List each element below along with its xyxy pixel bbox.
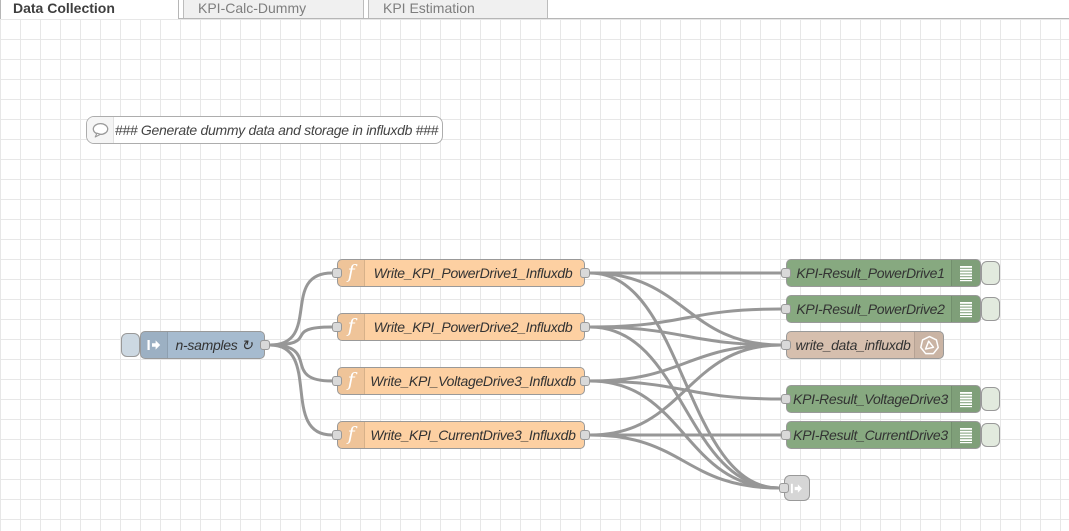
node-influx1[interactable]: write_data_influxdb: [781, 331, 944, 359]
debug-node-button[interactable]: [981, 423, 1000, 447]
port-out[interactable]: [580, 430, 590, 440]
port-out[interactable]: [580, 268, 590, 278]
port-out[interactable]: [580, 376, 590, 386]
port-in[interactable]: [781, 304, 791, 314]
wire-fn2-to-link1[interactable]: [588, 325, 781, 490]
port-in[interactable]: [781, 340, 791, 350]
wire-inject1-to-fn3[interactable]: [268, 343, 334, 383]
node-label: KPI-Result_PowerDrive1: [796, 265, 945, 281]
node-dbg3[interactable]: KPI-Result_VoltageDrive3: [781, 385, 1000, 413]
port-in[interactable]: [781, 430, 791, 440]
port-in[interactable]: [332, 268, 342, 278]
wire-inject1-to-fn2[interactable]: [268, 325, 334, 347]
node-comment1[interactable]: ### Generate dummy data and storage in i…: [86, 116, 443, 144]
port-out[interactable]: [260, 340, 270, 350]
influxdb-logo-icon: [914, 332, 943, 358]
port-out[interactable]: [580, 322, 590, 332]
wire-fn3-to-influx1[interactable]: [588, 343, 783, 383]
wire-inject1-to-fn4[interactable]: [268, 343, 334, 437]
node-label: KPI-Result_VoltageDrive3: [793, 391, 948, 407]
node-label: Write_KPI_PowerDrive2_Influxdb: [373, 319, 573, 335]
node-label: write_data_influxdb: [795, 337, 911, 353]
wire-fn1-to-influx1[interactable]: [588, 271, 783, 347]
inject-arrow-icon: [141, 332, 168, 358]
debug-node-button[interactable]: [981, 297, 1000, 321]
node-fn1[interactable]: f Write_KPI_PowerDrive1_Influxdb: [332, 259, 590, 287]
port-in[interactable]: [781, 394, 791, 404]
debug-node-button[interactable]: [981, 261, 1000, 285]
debug-list-icon: [951, 422, 980, 448]
link-in-arrow-icon: [785, 476, 809, 500]
wire-fn1-to-link1[interactable]: [588, 271, 781, 490]
node-dbg4[interactable]: KPI-Result_CurrentDrive3: [781, 421, 1000, 449]
tab-data-collection[interactable]: Data Collection: [0, 0, 179, 19]
port-in[interactable]: [781, 268, 791, 278]
node-label: Write_KPI_CurrentDrive3_Influxdb: [370, 427, 576, 443]
node-inject1[interactable]: n-samples ↻: [121, 331, 270, 359]
tab-kpi-calc-dummy[interactable]: KPI-Calc-Dummy: [183, 0, 364, 18]
speech-bubble-icon: [87, 117, 114, 143]
node-label: Write_KPI_PowerDrive1_Influxdb: [373, 265, 573, 281]
port-in[interactable]: [332, 430, 342, 440]
function-f-icon: f: [338, 368, 365, 394]
node-link1[interactable]: [779, 475, 810, 501]
wire-inject1-to-fn1[interactable]: [268, 271, 334, 347]
wire-fn4-to-influx1[interactable]: [588, 343, 783, 437]
inject-node-button[interactable]: [121, 333, 140, 357]
node-fn4[interactable]: f Write_KPI_CurrentDrive3_Influxdb: [332, 421, 590, 449]
node-label: ### Generate dummy data and storage in i…: [114, 122, 439, 138]
debug-node-button[interactable]: [981, 387, 1000, 411]
node-label: n-samples ↻: [175, 336, 253, 353]
node-fn2[interactable]: f Write_KPI_PowerDrive2_Influxdb: [332, 313, 590, 341]
node-label: KPI-Result_PowerDrive2: [796, 301, 945, 317]
function-f-icon: f: [338, 422, 365, 448]
function-f-icon: f: [338, 314, 365, 340]
node-dbg2[interactable]: KPI-Result_PowerDrive2: [781, 295, 1000, 323]
wire-fn2-to-influx1[interactable]: [588, 325, 783, 347]
port-in[interactable]: [332, 322, 342, 332]
node-label: KPI-Result_CurrentDrive3: [793, 427, 948, 443]
wire-fn2-to-dbg2[interactable]: [588, 307, 783, 329]
debug-list-icon: [951, 386, 980, 412]
port-in[interactable]: [332, 376, 342, 386]
port-in[interactable]: [779, 483, 789, 493]
function-f-icon: f: [338, 260, 365, 286]
node-dbg1[interactable]: KPI-Result_PowerDrive1: [781, 259, 1000, 287]
flow-tab-bar: Data Collection KPI-Calc-Dummy KPI Estim…: [0, 0, 1069, 19]
debug-list-icon: [951, 260, 980, 286]
tab-kpi-estimation[interactable]: KPI Estimation: [368, 0, 548, 18]
wire-fn4-to-link1[interactable]: [588, 433, 781, 490]
node-label: Write_KPI_VoltageDrive3_Influxdb: [370, 373, 576, 389]
debug-list-icon: [951, 296, 980, 322]
node-fn3[interactable]: f Write_KPI_VoltageDrive3_Influxdb: [332, 367, 590, 395]
